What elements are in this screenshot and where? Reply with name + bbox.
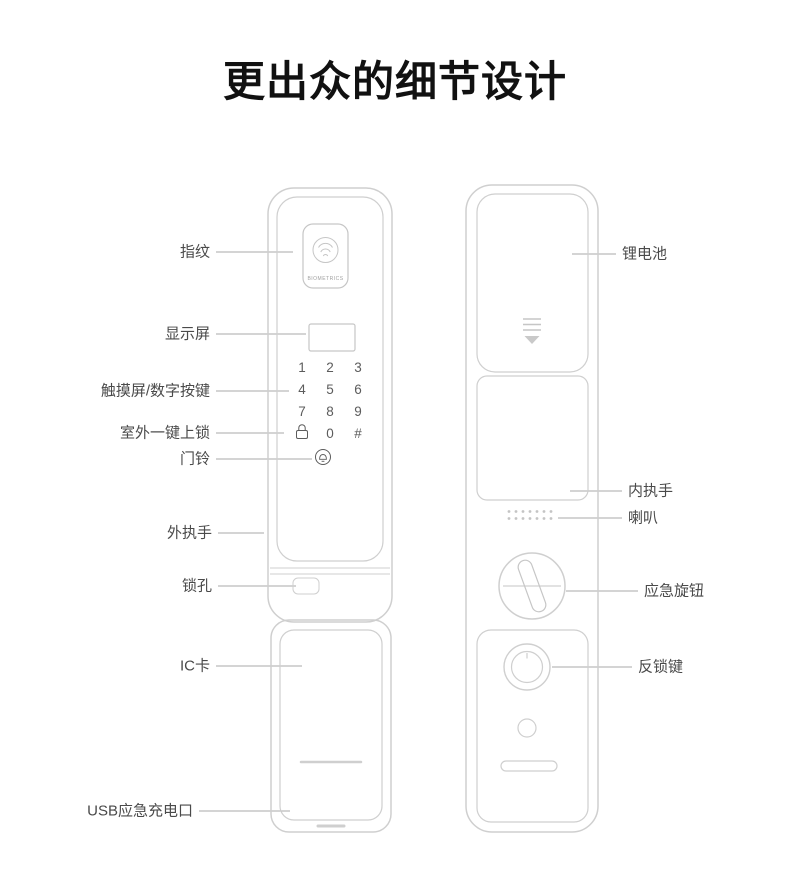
label-anti-lock-key: 反锁键: [638, 658, 684, 676]
key-9: 9: [354, 404, 362, 419]
display-screen: [308, 323, 356, 352]
back-lower-cover: [476, 629, 589, 823]
fingerprint-icon: [312, 237, 339, 263]
front-lower-cover: [270, 619, 392, 833]
key-3: 3: [354, 360, 362, 375]
key-0: 0: [326, 426, 334, 441]
keyhole-cover: [292, 577, 320, 595]
label-usb-port: USB应急充电口: [87, 802, 193, 820]
label-touch-keys: 触摸屏/数字按键: [100, 382, 210, 400]
back-shell: [465, 184, 599, 833]
keypad: 1 2 3 4 5 6 7 8 9 0 #: [298, 360, 362, 441]
emergency-knob-handle: [503, 559, 561, 613]
key-5: 5: [326, 382, 334, 397]
label-outer-handle: 外执手: [166, 524, 212, 542]
emergency-knob-ring: [498, 552, 566, 620]
label-emergency-knob: 应急旋钮: [644, 582, 705, 600]
key-6: 6: [354, 382, 362, 397]
back-lock: [465, 184, 599, 833]
front-face: [276, 196, 384, 562]
lock-key-icon: [296, 424, 308, 439]
key-8: 8: [326, 404, 334, 419]
label-doorbell: 门铃: [179, 450, 210, 468]
fingerprint-window: [302, 223, 349, 289]
battery-clip-icon: [523, 318, 541, 344]
key-7: 7: [298, 404, 306, 419]
key-1: 1: [298, 360, 306, 375]
doorbell-icon: [315, 449, 331, 465]
ic-card-zone: [279, 629, 383, 821]
small-round-button: [517, 718, 537, 738]
anti-lock-button-inner: [510, 650, 544, 684]
fingerprint-module: [302, 223, 349, 289]
leader-lines: [199, 251, 638, 812]
label-ic-card: IC卡: [179, 657, 210, 675]
key-4: 4: [298, 382, 306, 397]
bottom-slot: [500, 760, 558, 772]
page-title: 更出众的细节设计: [222, 58, 567, 105]
front-shell: [267, 187, 393, 623]
key-2: 2: [326, 360, 334, 375]
label-keyhole: 锁孔: [181, 577, 212, 595]
key-hash: #: [354, 426, 362, 441]
speaker-holes: [507, 510, 553, 520]
label-one-key-lock: 室外一键上锁: [119, 424, 210, 442]
front-lock: [267, 187, 393, 833]
anti-lock-button-outer: [503, 643, 551, 691]
back-plate: [476, 375, 589, 501]
label-display: 显示屏: [164, 325, 210, 343]
brand-text: BIOMETRICS: [307, 276, 343, 282]
label-fingerprint: 指纹: [179, 243, 210, 261]
label-speaker: 喇叭: [628, 509, 659, 527]
label-battery: 锂电池: [622, 245, 668, 263]
battery-compartment: [476, 193, 589, 373]
label-inner-handle: 内执手: [628, 482, 674, 500]
